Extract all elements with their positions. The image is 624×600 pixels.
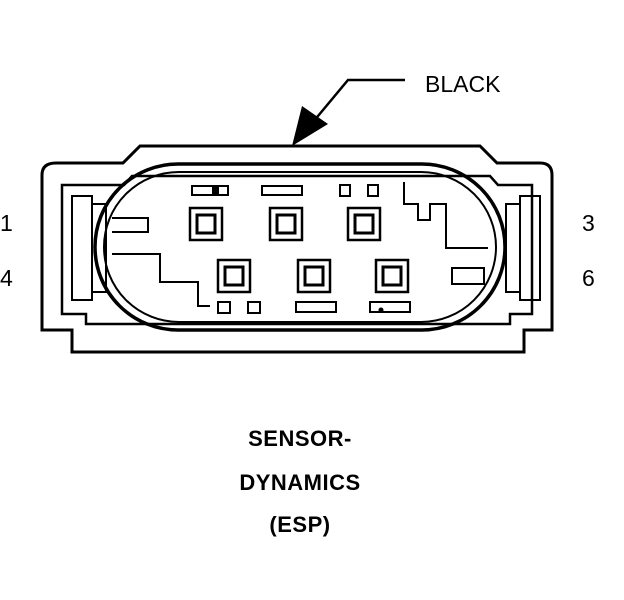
caption-line-1: SENSOR-: [248, 426, 352, 451]
caption-line-3: (ESP): [269, 512, 331, 537]
keying-features: [112, 182, 488, 307]
oval-face-inner: [103, 171, 497, 323]
wire-color-label: BLACK: [425, 71, 501, 97]
oval-face-outer: [93, 162, 507, 332]
caption-line-2: DYNAMICS: [239, 470, 361, 495]
connector-slots: [191, 184, 411, 314]
terminal-6: [374, 258, 410, 294]
pin-label-4: 4: [0, 265, 13, 291]
pin-label-6: 6: [582, 265, 595, 291]
left-latch: [71, 195, 107, 301]
terminal-1: [188, 206, 224, 242]
pin-label-3: 3: [582, 210, 595, 236]
terminal-3: [346, 206, 382, 242]
terminal-4: [216, 258, 252, 294]
terminal-cavities: [188, 206, 410, 294]
terminal-2: [268, 206, 304, 242]
terminal-5: [296, 258, 332, 294]
leader-arrow: [292, 78, 405, 146]
right-latch: [505, 195, 541, 301]
connector-housing: [40, 144, 554, 354]
pin-label-1: 1: [0, 210, 13, 236]
